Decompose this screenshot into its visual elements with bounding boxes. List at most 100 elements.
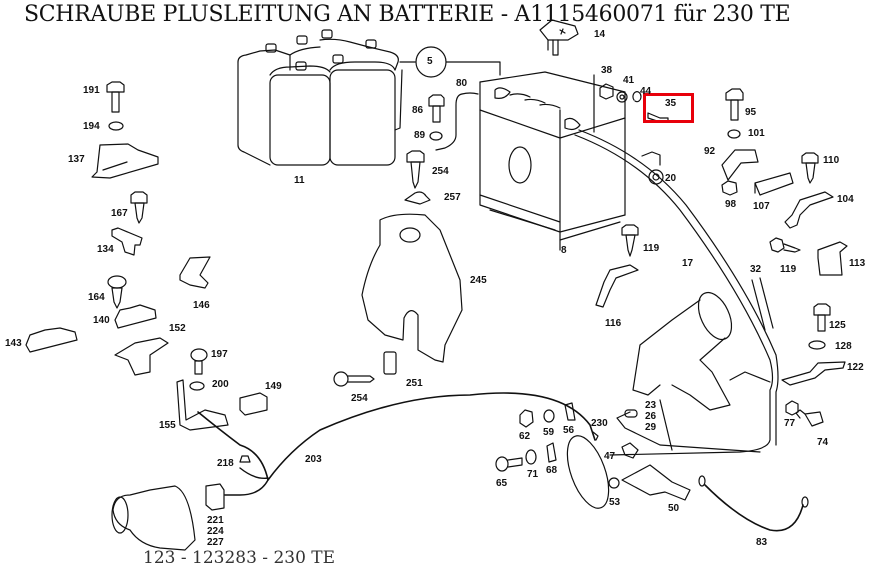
part-label-122[interactable]: 122 — [847, 362, 864, 373]
part-50-sensor-drawing — [621, 464, 691, 501]
part-53-washer-drawing — [608, 477, 620, 489]
part-98-nut-drawing — [721, 180, 738, 196]
part-221-connector-drawing — [205, 483, 225, 511]
part-label-101[interactable]: 101 — [748, 128, 765, 139]
part-59-washer-drawing — [543, 409, 555, 423]
part-label-251[interactable]: 251 — [406, 378, 423, 389]
part-167-screw-drawing — [130, 191, 148, 224]
part-label-59[interactable]: 59 — [543, 427, 555, 438]
part-80-cable-drawing — [435, 93, 463, 151]
part-label-62[interactable]: 62 — [519, 431, 531, 442]
part-label-38[interactable]: 38 — [601, 65, 613, 76]
part-119-screw-drawing — [621, 224, 639, 257]
part-251-clip-drawing — [383, 351, 397, 375]
part-label-23-26-29[interactable]: 23 26 29 — [645, 400, 657, 433]
part-label-146[interactable]: 146 — [193, 300, 210, 311]
part-label-74[interactable]: 74 — [817, 437, 829, 448]
part-label-203[interactable]: 203 — [305, 454, 322, 465]
part-label-32[interactable]: 32 — [750, 264, 762, 275]
part-label-164[interactable]: 164 — [88, 292, 105, 303]
part-230-clip-drawing — [592, 431, 599, 441]
part-label-191[interactable]: 191 — [83, 85, 100, 96]
part-label-56[interactable]: 56 — [563, 425, 575, 436]
part-label-95[interactable]: 95 — [745, 107, 757, 118]
part-label-134[interactable]: 134 — [97, 244, 114, 255]
part-125-bolt-drawing — [813, 303, 831, 332]
part-label-140[interactable]: 140 — [93, 315, 110, 326]
part-label-110[interactable]: 110 — [823, 155, 840, 166]
part-label-11[interactable]: 11 — [294, 175, 305, 186]
part-149-connector-drawing — [239, 392, 268, 416]
part-label-65[interactable]: 65 — [496, 478, 508, 489]
part-label-221-224-227[interactable]: 221 224 227 — [207, 515, 224, 548]
part-152-bracket-drawing — [114, 337, 169, 376]
part-label-14[interactable]: 14 — [594, 29, 606, 40]
part-label-125[interactable]: 125 — [829, 320, 846, 331]
diagram-title: SCHRAUBE PLUSLEITUNG AN BATTERIE - A1115… — [24, 2, 791, 27]
callout-5 — [399, 46, 501, 78]
part-label-20[interactable]: 20 — [665, 173, 677, 184]
part-137-bracket-drawing — [91, 143, 159, 179]
part-label-128[interactable]: 128 — [835, 341, 852, 352]
part-label-35[interactable]: 35 — [665, 98, 677, 109]
part-label-50[interactable]: 50 — [668, 503, 680, 514]
part-label-119[interactable]: 119 — [643, 243, 660, 254]
part-label-218[interactable]: 218 — [217, 458, 234, 469]
part-label-44[interactable]: 44 — [640, 86, 652, 97]
part-label-113[interactable]: 113 — [849, 258, 866, 269]
part-113-bracket-drawing — [817, 241, 848, 276]
part-label-8[interactable]: 8 — [561, 245, 567, 256]
part-label-80[interactable]: 80 — [456, 78, 468, 89]
part-68-clip-drawing — [546, 442, 557, 463]
part-label-107[interactable]: 107 — [753, 201, 770, 212]
part-146-bracket-drawing — [179, 256, 211, 289]
part-254b-screw-drawing — [333, 371, 375, 387]
part-label-137[interactable]: 137 — [68, 154, 85, 165]
part-65-bolt-drawing — [495, 456, 523, 472]
part-label-98[interactable]: 98 — [725, 199, 737, 210]
part-191-bolt-drawing — [106, 81, 125, 113]
part-label-86[interactable]: 86 — [412, 105, 424, 116]
part-label-197[interactable]: 197 — [211, 349, 228, 360]
part-label-194[interactable]: 194 — [83, 121, 100, 132]
part-label-77[interactable]: 77 — [784, 418, 796, 429]
part-label-155[interactable]: 155 — [159, 420, 176, 431]
part-155-holder-drawing — [176, 379, 229, 431]
part-17-cable-drawing — [574, 134, 774, 456]
part-label-5[interactable]: 5 — [427, 56, 433, 67]
part-label-41[interactable]: 41 — [623, 75, 635, 86]
part-label-143[interactable]: 143 — [5, 338, 22, 349]
part-label-71[interactable]: 71 — [527, 469, 539, 480]
part-label-245[interactable]: 245 — [470, 275, 487, 286]
part-128-washer-drawing — [808, 340, 826, 350]
part-label-200[interactable]: 200 — [212, 379, 229, 390]
part-label-17[interactable]: 17 — [682, 258, 694, 269]
part-143-clip-drawing — [25, 327, 78, 353]
part-label-104[interactable]: 104 — [837, 194, 854, 205]
part-257-clip-drawing — [404, 191, 431, 205]
part-label-257[interactable]: 257 — [444, 192, 461, 203]
part-label-68[interactable]: 68 — [546, 465, 558, 476]
part-104-bracket-drawing — [784, 191, 834, 229]
part-label-83[interactable]: 83 — [756, 537, 768, 548]
part-107-bracket-drawing — [754, 172, 794, 196]
part-23-hose-drawing — [616, 411, 761, 453]
part-label-47[interactable]: 47 — [604, 451, 616, 462]
part-20-grommet-drawing — [641, 151, 664, 185]
part-label-116[interactable]: 116 — [605, 318, 622, 329]
part-label-254b[interactable]: 254 — [351, 393, 368, 404]
part-label-53[interactable]: 53 — [609, 497, 621, 508]
part-95-bolt-drawing — [725, 88, 744, 121]
part-89-washer-drawing — [429, 131, 443, 141]
distributor-disc-drawing — [566, 435, 610, 509]
part-label-230[interactable]: 230 — [591, 418, 608, 429]
part-74-bolt-drawing — [795, 409, 824, 427]
part-label-119b[interactable]: 119 — [780, 264, 797, 275]
part-label-152[interactable]: 152 — [169, 323, 186, 334]
part-label-167[interactable]: 167 — [111, 208, 128, 219]
part-label-89[interactable]: 89 — [414, 130, 426, 141]
part-label-92[interactable]: 92 — [704, 146, 716, 157]
part-134-clip-drawing — [111, 227, 143, 256]
part-label-149[interactable]: 149 — [265, 381, 282, 392]
part-label-254[interactable]: 254 — [432, 166, 449, 177]
